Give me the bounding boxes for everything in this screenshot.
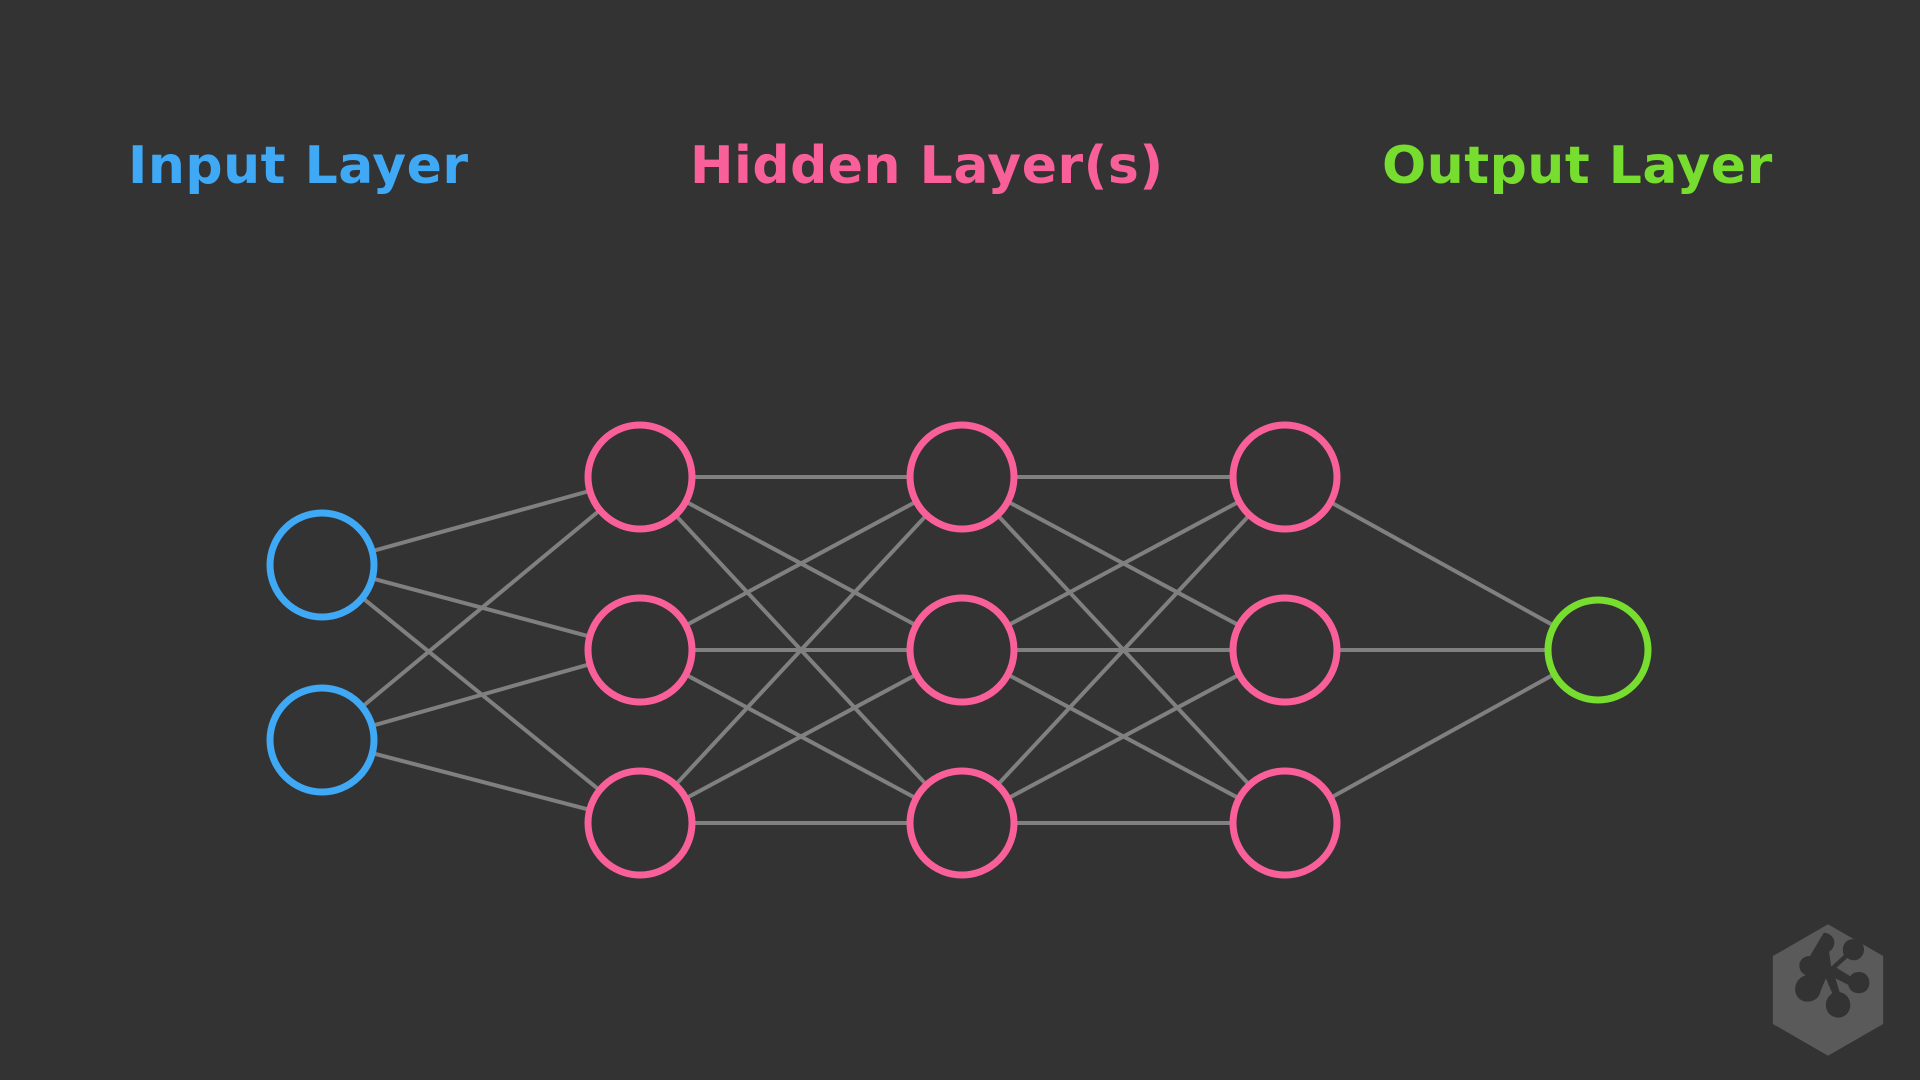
edge-hidden2-1-to-hidden3-0 <box>1005 499 1242 628</box>
node-hidden3-3 <box>1229 767 1341 879</box>
hidden-layer-label: Hidden Layer(s) <box>690 136 1164 196</box>
edge-input-1-to-hidden1-2 <box>370 751 592 812</box>
edge-hidden3-0-to-output-0 <box>1328 500 1557 628</box>
neuron-glyph <box>1795 932 1870 1018</box>
node-input-2 <box>266 684 378 796</box>
node-hidden1-1 <box>584 421 696 533</box>
edge-input-0-to-hidden1-0 <box>370 488 592 554</box>
edge-input-1-to-hidden1-1 <box>370 662 592 728</box>
node-hidden3-1 <box>1229 421 1341 533</box>
edge-hidden1-1-to-hidden2-0 <box>683 499 919 628</box>
input-layer-label: Input Layer <box>128 136 469 196</box>
edge-group <box>360 475 1557 825</box>
node-output-1 <box>1544 596 1652 704</box>
edge-hidden2-2-to-hidden3-1 <box>1005 672 1242 801</box>
node-hidden3-2 <box>1229 594 1341 706</box>
hexagon-neuron-logo-icon <box>1772 924 1884 1056</box>
edge-hidden1-2-to-hidden2-0 <box>673 513 929 787</box>
node-input-1 <box>266 509 378 621</box>
edge-hidden3-2-to-output-0 <box>1328 672 1557 800</box>
node-hidden2-1 <box>906 421 1018 533</box>
edge-hidden1-2-to-hidden2-1 <box>683 672 919 801</box>
node-hidden1-3 <box>584 767 696 879</box>
node-hidden1-2 <box>584 594 696 706</box>
edge-hidden2-2-to-hidden3-0 <box>995 513 1252 787</box>
output-layer-label: Output Layer <box>1382 136 1773 196</box>
node-group <box>266 421 1652 879</box>
edge-input-1-to-hidden1-0 <box>360 508 602 709</box>
node-hidden2-3 <box>906 767 1018 879</box>
node-hidden2-2 <box>906 594 1018 706</box>
